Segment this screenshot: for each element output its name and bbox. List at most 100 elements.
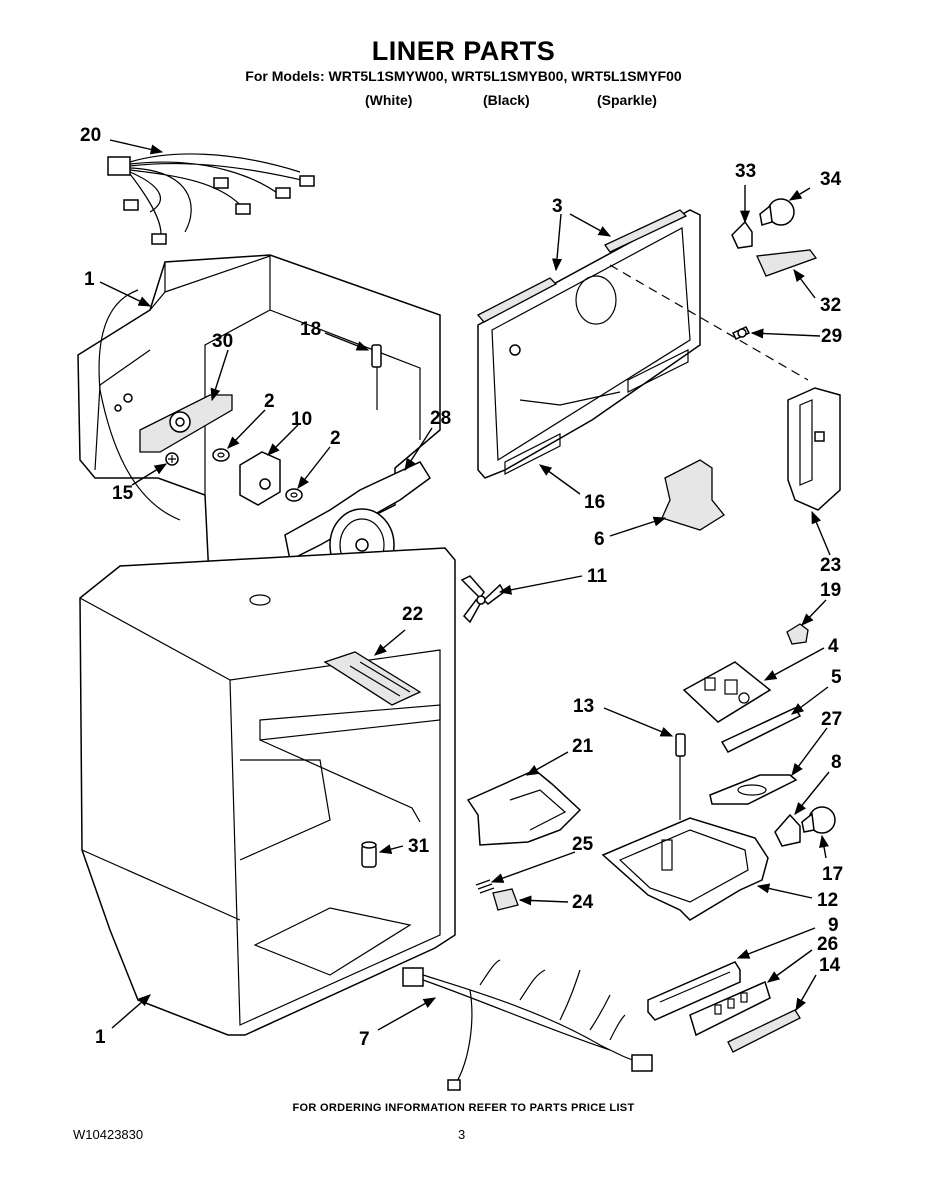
callout-13: 13	[573, 696, 594, 717]
part-2-grommet-upper	[212, 448, 230, 462]
part-12-control-housing	[601, 817, 769, 921]
leader-26	[766, 949, 813, 983]
leader-2-lower	[297, 446, 331, 489]
callout-16: 16	[584, 492, 605, 513]
part-19-clip	[786, 623, 809, 645]
callout-2-lower: 2	[330, 428, 341, 449]
callout-3: 3	[552, 196, 563, 217]
leader-1-top	[99, 281, 152, 307]
callout-27: 27	[821, 709, 842, 730]
callout-7: 7	[359, 1029, 370, 1050]
leader-20	[109, 139, 164, 155]
callout-1-bottom: 1	[95, 1027, 106, 1048]
models-line: For Models: WRT5L1SMYW00, WRT5L1SMYB00, …	[245, 68, 682, 84]
leader-5	[790, 686, 829, 715]
callout-17: 17	[822, 864, 843, 885]
leader-8	[794, 771, 830, 815]
part-25-spring	[475, 879, 495, 894]
callout-23: 23	[820, 555, 841, 576]
part-31-socket	[361, 841, 377, 868]
leader-19	[801, 599, 827, 626]
leader-10	[267, 424, 299, 456]
callout-12: 12	[817, 890, 838, 911]
leader-29	[750, 328, 821, 339]
callout-15: 15	[112, 483, 134, 504]
part-1-fresh-food-liner	[79, 547, 456, 1036]
leader-15	[131, 463, 168, 486]
part-24-module	[492, 888, 519, 911]
part-3-panel	[476, 209, 701, 479]
part-13-thermistor	[675, 733, 686, 820]
variant-white: (White)	[365, 92, 413, 108]
callout-34: 34	[820, 169, 842, 190]
callout-32: 32	[820, 295, 841, 316]
part-18-thermistor	[371, 344, 382, 410]
callout-31: 31	[408, 836, 430, 857]
leader-34	[788, 187, 811, 201]
callout-1-top: 1	[84, 269, 95, 290]
document-number: W10423830	[73, 1127, 144, 1142]
part-4-control-board	[682, 661, 772, 723]
callout-19: 19	[820, 580, 841, 601]
leader-22	[374, 629, 406, 656]
callout-9: 9	[828, 915, 839, 936]
part-20-wire-harness	[107, 153, 315, 245]
leader-16	[538, 464, 581, 495]
part-11-fan-blade	[460, 575, 505, 624]
part-10-motor	[239, 451, 281, 506]
part-32-light-shield	[756, 249, 818, 277]
leader-14	[795, 974, 817, 1012]
ordering-note: FOR ORDERING INFORMATION REFER TO PARTS …	[292, 1102, 635, 1114]
part-21-air-duct	[466, 769, 582, 846]
leader-30	[210, 349, 229, 402]
leader-9	[736, 927, 816, 959]
part-29-screw	[731, 326, 751, 340]
part-15-screw	[165, 452, 179, 466]
leader-lines	[99, 139, 831, 1031]
part-8-light-socket	[774, 813, 801, 847]
leader-11	[498, 575, 583, 595]
leader-27	[791, 727, 828, 777]
leader-18	[324, 332, 370, 351]
callout-6: 6	[594, 529, 605, 550]
part-27-cover	[709, 774, 798, 805]
leader-25	[490, 851, 576, 883]
part-17-light-bulb	[801, 806, 836, 834]
leader-2-upper	[227, 409, 266, 449]
part-5-board	[720, 707, 802, 753]
page-title: LINER PARTS	[371, 36, 556, 66]
callout-21: 21	[572, 736, 594, 757]
part-23-duct	[787, 387, 841, 511]
leader-17	[819, 834, 829, 859]
leader-3-left	[551, 213, 563, 272]
callout-10: 10	[291, 409, 312, 430]
page-number: 3	[458, 1127, 466, 1142]
part-6-diffuser	[661, 459, 725, 531]
leader-24	[518, 895, 569, 906]
callout-24: 24	[572, 892, 594, 913]
callout-4: 4	[828, 636, 839, 657]
leader-7	[377, 997, 437, 1031]
callout-33: 33	[735, 161, 756, 182]
part-30-bracket	[139, 394, 233, 453]
variant-black: (Black)	[483, 92, 530, 108]
leader-31	[378, 844, 404, 855]
callout-30: 30	[212, 331, 233, 352]
part-22-vent-cover	[323, 651, 422, 706]
part-9-control-panel	[647, 961, 741, 1021]
part-7-wire-harness	[402, 959, 653, 1091]
part-33-light-socket	[731, 220, 753, 249]
leader-3-right	[569, 213, 612, 237]
leader-23	[811, 510, 831, 556]
leader-1-bottom	[111, 994, 151, 1029]
callout-26: 26	[817, 934, 838, 955]
part-2-grommet-lower	[285, 488, 303, 502]
part-26-overlay	[689, 980, 771, 1037]
variant-sparkle: (Sparkle)	[597, 92, 657, 108]
callout-25: 25	[572, 834, 594, 855]
callout-18: 18	[300, 319, 321, 340]
callout-29: 29	[821, 326, 842, 347]
part-34-light-bulb	[759, 198, 795, 226]
callout-labels: 20 1 30 18 2 10 2 28 15 3 16 6 11 29 33 …	[80, 125, 843, 1050]
